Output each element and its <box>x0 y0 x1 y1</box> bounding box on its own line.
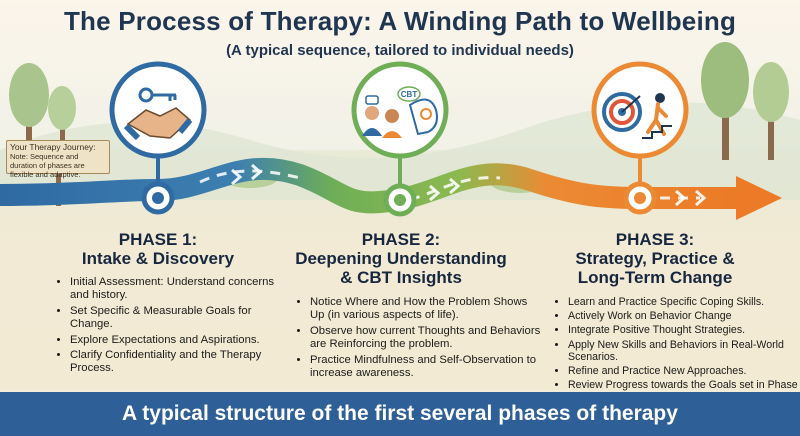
page-subtitle: (A typical sequence, tailored to individ… <box>226 42 574 59</box>
list-item: Initial Assessment: Understand concerns … <box>70 276 282 303</box>
list-item: Set Specific & Measurable Goals for Chan… <box>70 305 282 332</box>
phase1-name: Intake & Discovery <box>81 249 235 268</box>
phase2-heading: PHASE 2: Deepening Understanding & CBT I… <box>290 230 512 287</box>
tree-left-2 <box>48 86 76 150</box>
sign-note: Note: Sequence and duration of phases ar… <box>10 152 85 179</box>
list-item: Apply New Skills and Behaviors in Real-W… <box>568 339 800 363</box>
list-item: Refine and Practice New Approaches. <box>568 365 800 377</box>
sign-heading: Your Therapy Journey: <box>10 142 96 152</box>
phase2-list: Notice Where and How the Problem Shows U… <box>298 296 542 382</box>
phase2-label: PHASE 2: <box>361 230 441 249</box>
journey-path <box>0 157 740 214</box>
phase3-label: PHASE 3: <box>615 230 695 249</box>
tree-left-1 <box>9 63 49 150</box>
list-item: Practice Mindfulness and Self-Observatio… <box>310 354 542 381</box>
phase2-name-line1: Deepening Understanding <box>295 249 507 268</box>
phase3-list: Learn and Practice Specific Coping Skill… <box>556 296 800 406</box>
phase1-label: PHASE 1: <box>118 230 198 249</box>
phase3-name-line2: Long-Term Change <box>577 268 733 287</box>
footer-banner: A typical structure of the first several… <box>0 392 800 436</box>
tree-right-2 <box>753 62 789 160</box>
target-climbing-icon <box>602 92 672 139</box>
journey-scene: CBT <box>0 42 800 220</box>
page-title: The Process of Therapy: A Winding Path t… <box>63 6 737 36</box>
phase1-heading: PHASE 1: Intake & Discovery <box>78 230 238 268</box>
list-item: Integrate Positive Thought Strategies. <box>568 324 800 336</box>
list-item: Explore Expectations and Aspirations. <box>70 334 282 347</box>
list-item: Learn and Practice Specific Coping Skill… <box>568 296 800 308</box>
list-item: Observe how current Thoughts and Behavio… <box>310 325 542 352</box>
journey-sign: Your Therapy Journey: Note: Sequence and… <box>6 140 110 179</box>
list-item: Notice Where and How the Problem Shows U… <box>310 296 542 323</box>
tree-right-1 <box>701 42 749 160</box>
conversation-brain-icon <box>362 86 438 138</box>
phase3-name-line1: Strategy, Practice & <box>575 249 735 268</box>
path-dashes <box>199 169 700 202</box>
phase1-list: Initial Assessment: Understand concerns … <box>58 276 282 378</box>
phase2-name-line2: & CBT Insights <box>340 268 462 287</box>
phase3-heading: PHASE 3: Strategy, Practice & Long-Term … <box>560 230 750 287</box>
cbt-bubble-text: CBT <box>401 90 418 99</box>
list-item: Actively Work on Behavior Change <box>568 310 800 322</box>
list-item: Clarify Confidentiality and the Therapy … <box>70 349 282 376</box>
path-chevrons <box>231 163 707 207</box>
handshake-key-icon <box>123 87 193 141</box>
path-arrowhead <box>736 176 782 220</box>
